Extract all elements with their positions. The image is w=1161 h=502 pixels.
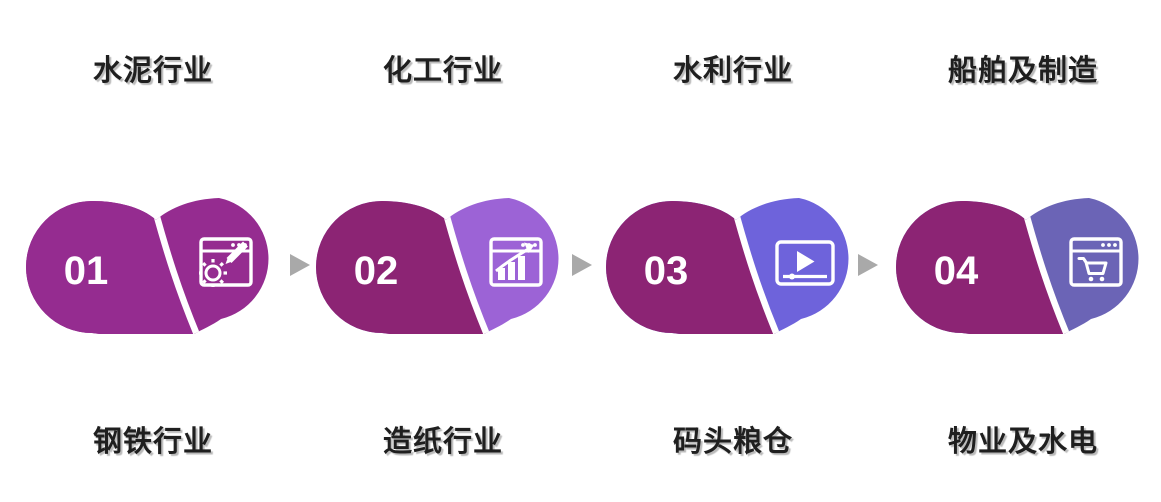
step-number: 02 (354, 249, 399, 293)
top-label: 化工行业 (382, 55, 503, 87)
bottom-label: 物业及水电 (947, 426, 1098, 458)
step-number: 04 (934, 249, 979, 293)
blob-left (316, 198, 489, 337)
browser-chart-icon (489, 237, 543, 287)
blob-slash (730, 205, 783, 337)
bottom-label: 码头粮仓 (672, 426, 793, 458)
blob-left (26, 198, 199, 337)
step-column-3: 水利行业 03 (588, 0, 878, 502)
blob-left (896, 198, 1069, 337)
blob-slash (150, 205, 203, 337)
browser-design-icon (199, 237, 253, 287)
arrow-right-icon (858, 254, 878, 276)
step-columns: 水泥行业 01 (8, 0, 1161, 502)
bottom-label: 造纸行业 (382, 426, 503, 458)
step-shape: 04 (895, 198, 1151, 337)
step-column-4: 船舶及制造 04 (878, 0, 1161, 502)
step-shape: 01 (25, 198, 281, 337)
video-player-icon (775, 240, 835, 286)
step-number: 01 (64, 249, 109, 293)
blob-slash (440, 205, 493, 337)
bottom-label: 钢铁行业 (92, 426, 213, 458)
top-label: 水利行业 (672, 55, 793, 87)
step-column-2: 化工行业 02 (298, 0, 588, 502)
step-column-1: 水泥行业 01 (8, 0, 298, 502)
top-label: 水泥行业 (92, 55, 213, 87)
step-number: 03 (644, 249, 689, 293)
arrow-right-icon (290, 254, 310, 276)
step-shape: 02 (315, 198, 571, 337)
browser-cart-icon (1069, 237, 1123, 287)
top-label: 船舶及制造 (947, 55, 1098, 87)
step-shape: 03 (605, 198, 861, 337)
arrow-right-icon (572, 254, 592, 276)
blob-slash (1020, 205, 1073, 337)
blob-left (606, 198, 779, 337)
